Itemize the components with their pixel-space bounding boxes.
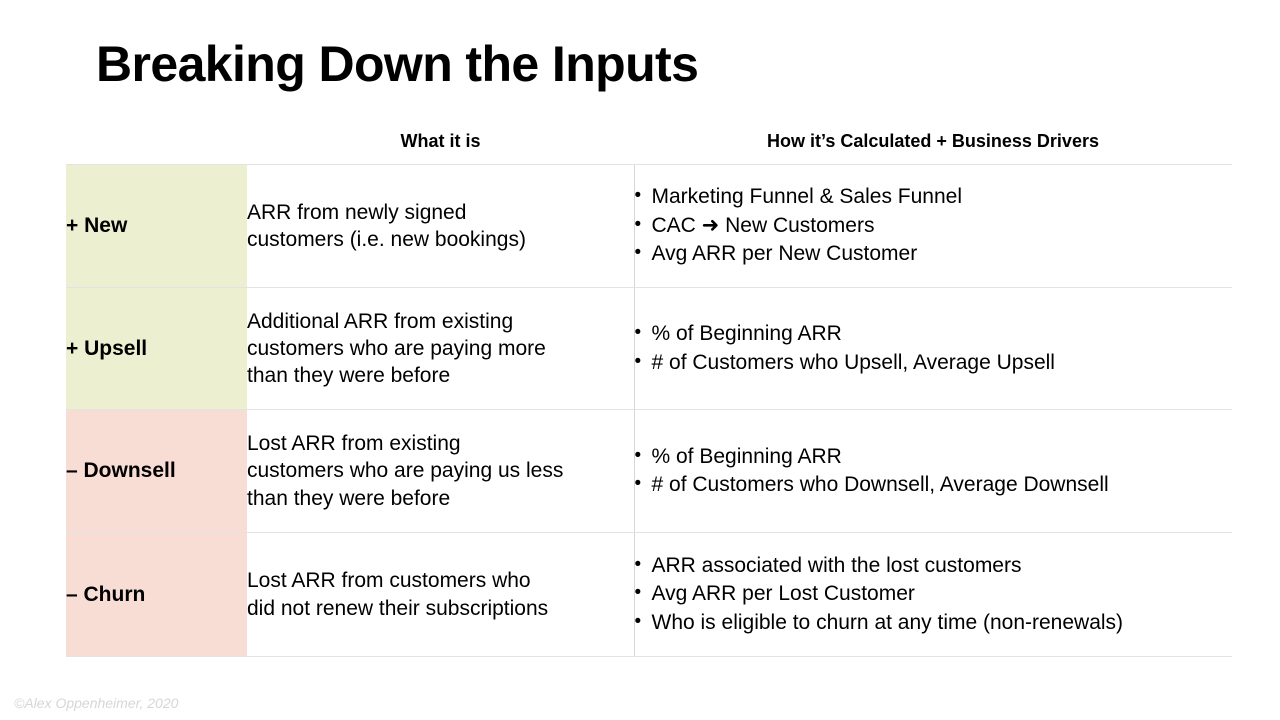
- column-header-how-calculated: How it’s Calculated + Business Drivers: [767, 131, 1099, 151]
- drivers-list: ARR associated with the lost customers A…: [635, 552, 1233, 637]
- copyright-credit: ©Alex Oppenheimer, 2020: [14, 695, 179, 711]
- column-header-what-it-is: What it is: [400, 131, 481, 151]
- description-line: did not renew their subscriptions: [247, 596, 549, 620]
- row-drivers-churn: ARR associated with the lost customers A…: [633, 532, 1233, 657]
- row-label-churn: – Churn: [66, 532, 247, 657]
- inputs-breakdown-table: + New ARR from newly signed customers (i…: [66, 164, 1232, 657]
- row-drivers-downsell: % of Beginning ARR # of Customers who Do…: [633, 409, 1233, 533]
- description-line: customers who are paying us less: [247, 459, 564, 483]
- list-item: ARR associated with the lost customers: [635, 552, 1233, 580]
- description-line: customers (i.e. new bookings): [247, 228, 526, 251]
- description-line: Lost ARR from customers who: [247, 569, 531, 593]
- row-label-upsell: + Upsell: [66, 287, 247, 410]
- description-line: ARR from newly signed: [247, 200, 467, 224]
- description-line: Additional ARR from existing: [247, 309, 514, 333]
- list-item: Marketing Funnel & Sales Funnel: [635, 183, 1233, 211]
- row-drivers-new: Marketing Funnel & Sales Funnel CAC ➜ Ne…: [633, 164, 1233, 288]
- table-row: + Upsell Additional ARR from existing cu…: [66, 287, 1233, 410]
- row-description-downsell: Lost ARR from existing customers who are…: [247, 409, 634, 533]
- list-item: % of Beginning ARR: [635, 443, 1233, 471]
- table-row: – Downsell Lost ARR from existing custom…: [66, 409, 1233, 533]
- table-row: – Churn Lost ARR from customers who did …: [66, 532, 1233, 657]
- description-line: than they were before: [247, 486, 451, 510]
- row-description-new: ARR from newly signed customers (i.e. ne…: [247, 164, 634, 288]
- list-item: Avg ARR per Lost Customer: [635, 580, 1233, 608]
- list-item: # of Customers who Downsell, Average Dow…: [635, 471, 1233, 499]
- row-drivers-upsell: % of Beginning ARR # of Customers who Up…: [633, 287, 1233, 410]
- description-line: than they were before: [247, 364, 451, 388]
- drivers-list: % of Beginning ARR # of Customers who Up…: [635, 320, 1233, 377]
- list-item: Avg ARR per New Customer: [635, 240, 1233, 268]
- drivers-list: Marketing Funnel & Sales Funnel CAC ➜ Ne…: [635, 183, 1233, 268]
- description-line: Lost ARR from existing: [247, 432, 461, 456]
- page-title: Breaking Down the Inputs: [96, 36, 699, 92]
- row-label-downsell: – Downsell: [66, 409, 247, 533]
- row-label-new: + New: [66, 164, 247, 288]
- row-description-upsell: Additional ARR from existing customers w…: [247, 287, 634, 410]
- list-item: CAC ➜ New Customers: [635, 212, 1233, 240]
- row-description-churn: Lost ARR from customers who did not rene…: [247, 532, 634, 657]
- table-row: + New ARR from newly signed customers (i…: [66, 164, 1233, 288]
- drivers-list: % of Beginning ARR # of Customers who Do…: [635, 443, 1233, 500]
- description-line: customers who are paying more: [247, 336, 546, 360]
- table-column-headers: What it is How it’s Calculated + Busines…: [66, 131, 1232, 161]
- list-item: # of Customers who Upsell, Average Upsel…: [635, 349, 1233, 377]
- list-item: % of Beginning ARR: [635, 320, 1233, 348]
- list-item: Who is eligible to churn at any time (no…: [635, 609, 1233, 637]
